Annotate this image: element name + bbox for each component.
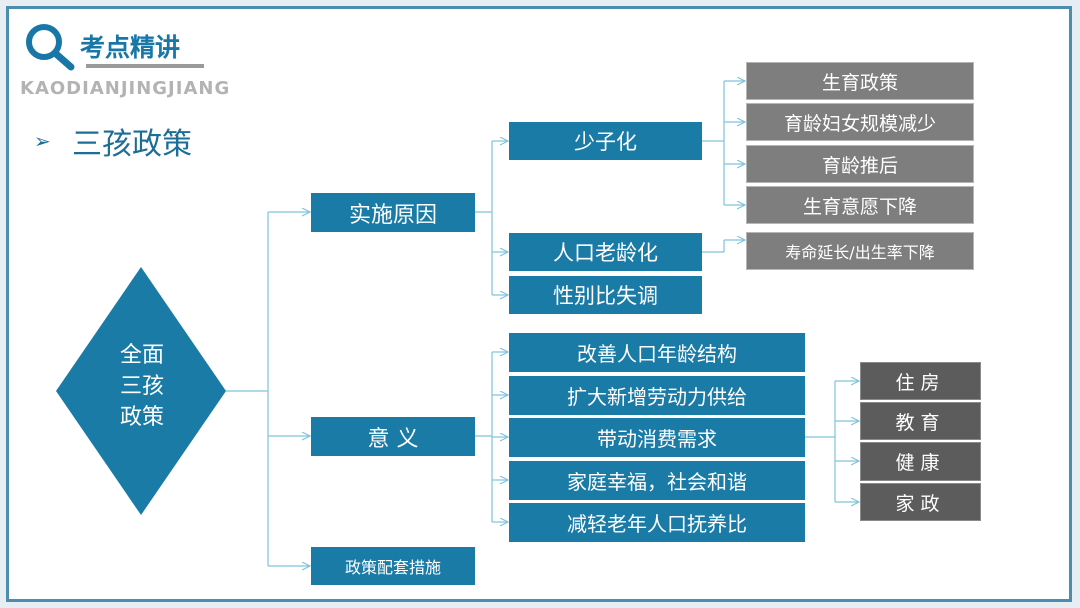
node-measures: 政策配套措施 (311, 547, 475, 585)
node-housing: 住房 (860, 362, 981, 400)
node-cause-policy: 生育政策 (746, 62, 974, 100)
node-housekeeping: 家政 (860, 483, 981, 521)
node-meaning-labor: 扩大新增劳动力供给 (509, 376, 805, 415)
bullet-arrow-icon: ➢ (34, 129, 51, 153)
node-meaning: 意 义 (311, 417, 475, 456)
root-line-1: 全面 (119, 343, 164, 368)
logo-title: 考点精讲 (80, 33, 181, 62)
root-diamond (56, 267, 226, 515)
node-cause-willingness: 生育意愿下降 (746, 186, 974, 224)
node-education: 教育 (860, 402, 981, 440)
node-meaning-consumption: 带动消费需求 (509, 418, 805, 457)
root-node-label: 全面 三孩 政策 (92, 340, 192, 433)
node-aging: 人口老龄化 (509, 233, 702, 271)
page-title: 三孩政策 (72, 127, 192, 162)
node-meaning-structure: 改善人口年龄结构 (509, 333, 805, 372)
root-line-2: 三孩 (119, 374, 164, 399)
node-aging-cause: 寿命延长/出生率下降 (746, 232, 974, 270)
node-health: 健康 (860, 442, 981, 481)
node-cause-women: 育龄妇女规模减少 (746, 103, 974, 141)
node-meaning-dependency: 减轻老年人口抚养比 (509, 503, 805, 542)
node-reasons: 实施原因 (311, 193, 475, 232)
logo-divider (86, 64, 204, 68)
search-icon (26, 24, 75, 71)
node-cause-delay: 育龄推后 (746, 145, 974, 183)
logo-subtitle: KAODIANJINGJIANG (20, 78, 231, 99)
node-sex-ratio: 性别比失调 (509, 276, 702, 314)
root-line-3: 政策 (119, 405, 164, 430)
node-few-children: 少子化 (509, 122, 702, 160)
node-meaning-harmony: 家庭幸福，社会和谐 (509, 461, 805, 500)
